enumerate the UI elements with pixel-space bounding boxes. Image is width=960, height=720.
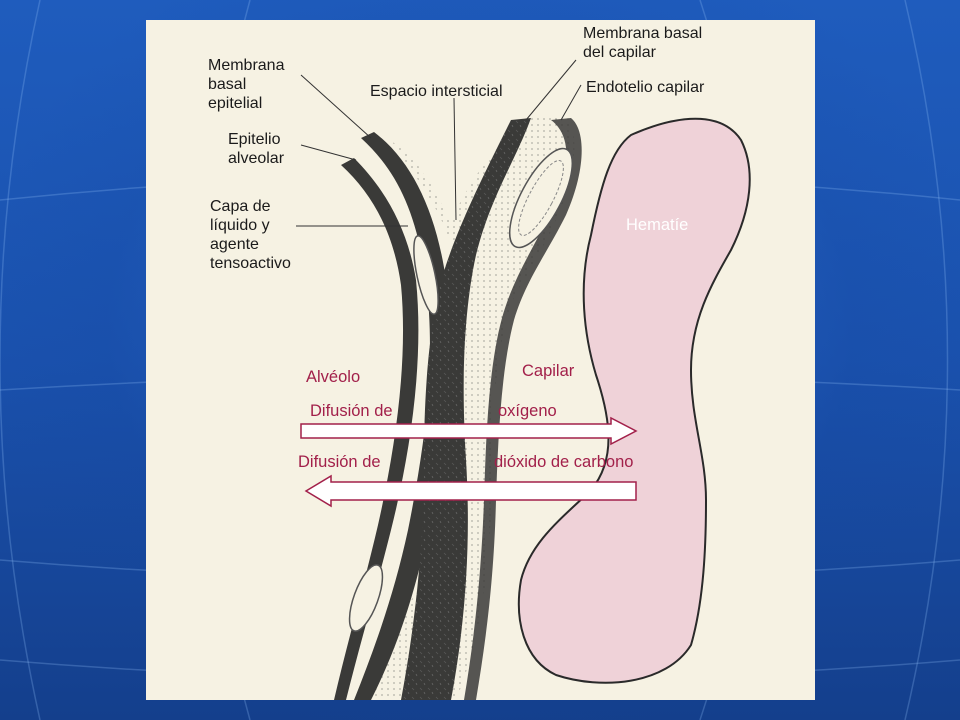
lower-nucleus [348, 564, 384, 632]
label-capa-liquido: Capa de líquido y agente tensoactivo [210, 198, 291, 272]
capillary-endothelium [464, 118, 582, 700]
interstitial-region [361, 115, 575, 700]
label-epitelio-alveolar: Epitelio alveolar [228, 131, 285, 167]
label-dioxido-carbono: dióxido de carbono [494, 453, 634, 471]
label-endotelio-capilar: Endotelio capilar [586, 79, 705, 96]
endothelial-nucleus [508, 147, 574, 249]
label-hematie: Hematíe [626, 216, 689, 234]
label-difusion-co2-1: Difusión de [298, 453, 381, 471]
label-membrana-basal-epitelial: Membrana basal epitelial [208, 57, 285, 112]
co2-diffusion-arrow [304, 474, 637, 508]
respiratory-membrane-illustration [296, 59, 751, 700]
oxygen-diffusion-arrow [300, 416, 638, 446]
label-membrana-basal-capilar: Membrana basal del capilar [583, 25, 703, 61]
epithelial-nucleus [413, 235, 439, 315]
label-oxigeno: oxígeno [498, 402, 557, 420]
label-capilar: Capilar [522, 362, 575, 380]
diagram-panel: Membrana basal epitelial Epitelio alveol… [146, 20, 815, 700]
red-blood-cell [517, 117, 751, 684]
label-espacio-intersticial: Espacio intersticial [370, 83, 503, 100]
label-alveolo: Alvéolo [306, 368, 361, 386]
label-difusion-oxigeno-1: Difusión de [310, 402, 393, 420]
